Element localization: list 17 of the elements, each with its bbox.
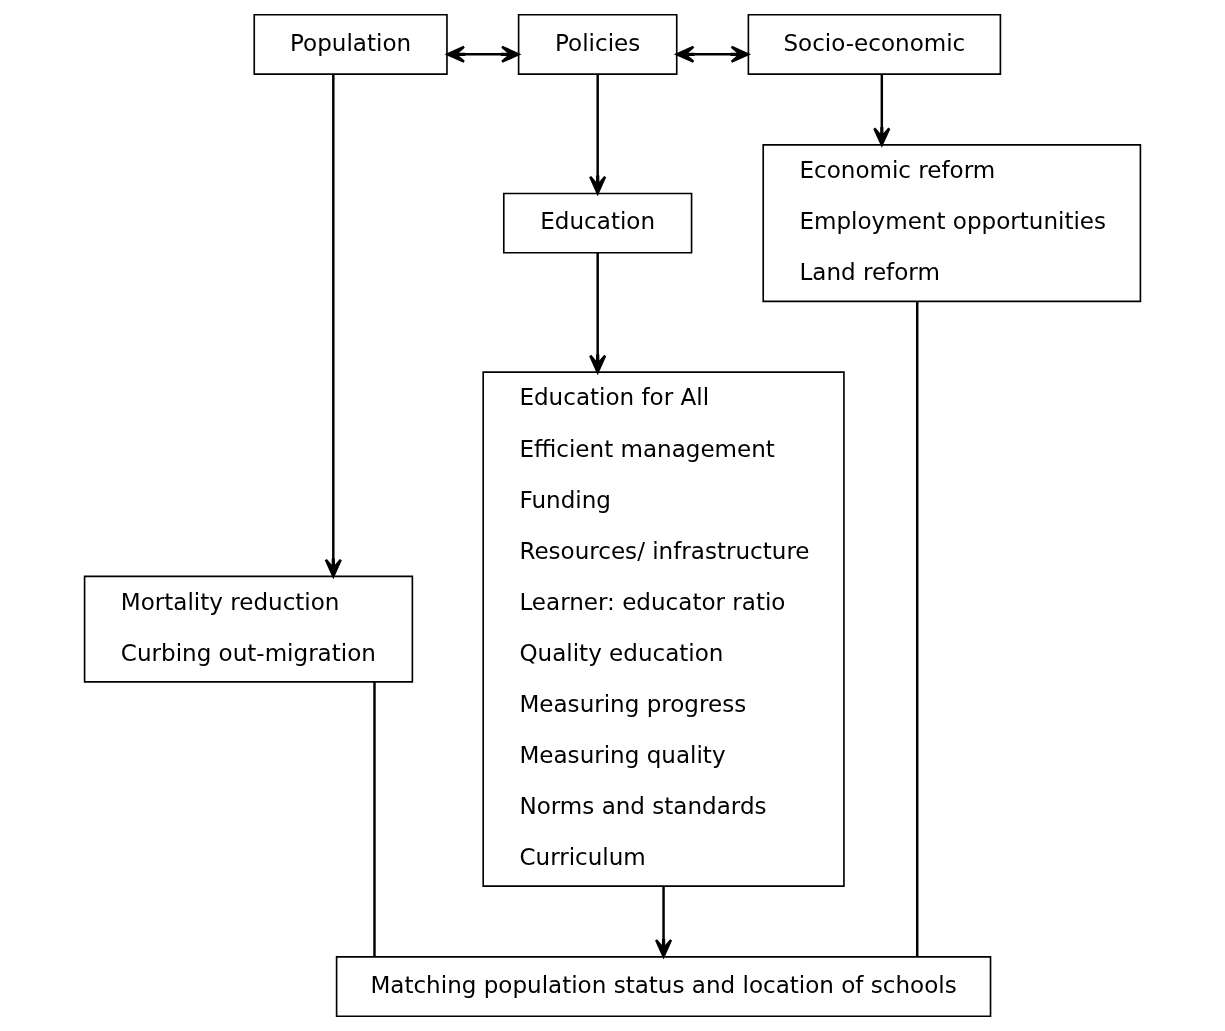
arrow — [873, 74, 891, 147]
node-box: Policies — [517, 13, 678, 75]
arrow — [589, 74, 607, 195]
arrow — [654, 886, 673, 958]
node-box: Population — [253, 13, 448, 75]
arrow — [446, 45, 520, 63]
connector — [373, 681, 376, 957]
arrow — [675, 45, 750, 63]
arrow — [324, 74, 342, 578]
node-box: Economic reform Employment opportunities Land reform — [762, 144, 1142, 303]
node-box: Matching population status and location of schools — [335, 956, 992, 1018]
node-box: Socio-economic — [747, 13, 1002, 75]
node-box: Education for All Efficient management Funding Resources/ infrastructure Learner: educator ratio Quality education Measuring progress Measuring quality Norms and standards Curriculum — [482, 371, 845, 887]
node-box: Mortality reduction Curbing out-migration — [83, 575, 414, 683]
node-box: Education — [502, 192, 693, 254]
connector — [916, 301, 919, 957]
arrow — [589, 253, 607, 374]
